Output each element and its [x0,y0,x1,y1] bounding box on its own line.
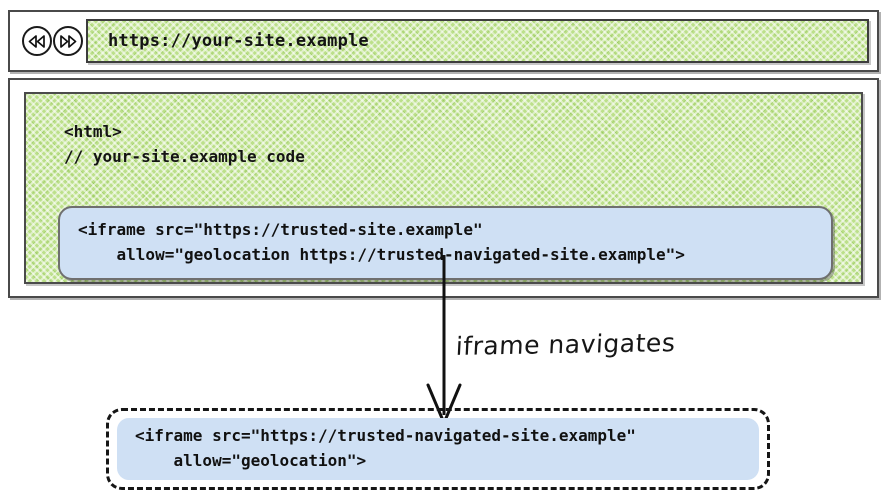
page-document: <html> // your-site.example code <iframe… [24,92,863,284]
url-text: https://your-site.example [108,31,369,51]
arrow-annotation-label: iframe navigates [455,328,677,361]
navigated-iframe-outline: <iframe src="https://trusted-navigated-s… [106,408,770,490]
navigation-buttons [22,26,83,56]
page-source-code: <html> // your-site.example code [64,122,305,166]
back-button[interactable] [22,26,52,56]
navigated-iframe-code: <iframe src="https://trusted-navigated-s… [135,426,636,470]
embedded-iframe-code: <iframe src="https://trusted-site.exampl… [78,220,685,264]
url-bar[interactable]: https://your-site.example [86,19,869,63]
browser-viewport-panel: <html> // your-site.example code <iframe… [8,78,879,298]
forward-button[interactable] [53,26,83,56]
navigated-iframe-box: <iframe src="https://trusted-navigated-s… [117,418,759,480]
embedded-iframe-box: <iframe src="https://trusted-site.exampl… [58,206,833,280]
browser-chrome-panel: https://your-site.example [8,10,879,72]
